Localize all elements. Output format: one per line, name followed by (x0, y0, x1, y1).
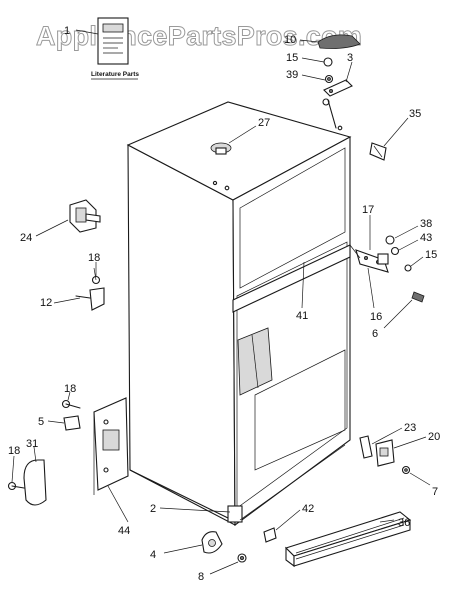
callout-3: 3 (347, 52, 353, 64)
bracket-24 (69, 199, 101, 233)
hinge-cover (369, 142, 387, 161)
callout-18c: 18 (8, 445, 20, 457)
callout-27: 27 (258, 117, 270, 129)
callout-18b: 18 (64, 383, 76, 395)
callout-15: 15 (286, 52, 298, 64)
center-hinge-assembly (349, 235, 425, 303)
callout-44: 44 (118, 525, 130, 537)
literature-caption: Literature Parts (91, 71, 139, 78)
callout-20: 20 (428, 431, 440, 443)
callout-38: 38 (420, 218, 432, 230)
clip-42 (263, 527, 277, 543)
callout-10: 10 (284, 34, 296, 46)
callout-1: 1 (64, 25, 70, 37)
callout-24: 24 (20, 232, 32, 244)
bracket-5 (61, 399, 81, 431)
callout-17: 17 (362, 204, 374, 216)
callout-23: 23 (404, 422, 416, 434)
callout-8: 8 (198, 571, 204, 583)
plug-cap (210, 142, 232, 155)
callout-numbers: 1 10 15 3 39 27 35 17 38 43 15 24 18 12 … (8, 25, 440, 583)
bottom-hinge-assembly (359, 435, 411, 475)
leveler-4 (201, 531, 247, 563)
top-hinge-assembly (317, 34, 361, 129)
literature-parts-booklet: Literature Parts (91, 17, 139, 80)
callout-5: 5 (38, 416, 44, 428)
toe-grille (284, 511, 412, 568)
callout-41: 41 (296, 310, 308, 322)
callout-16: 16 (370, 311, 382, 323)
callout-12: 12 (40, 297, 52, 309)
refrigerator-cabinet (126, 101, 352, 527)
cover-31 (7, 459, 47, 506)
callout-4: 4 (150, 549, 156, 561)
callout-39: 39 (286, 69, 298, 81)
callout-42: 42 (302, 503, 314, 515)
callout-43: 43 (420, 232, 432, 244)
door-stop-12 (75, 267, 105, 311)
callout-6: 6 (372, 328, 378, 340)
callout-2: 2 (150, 503, 156, 515)
callout-7: 7 (432, 486, 438, 498)
watermark: AppliancePartsPros.com (36, 21, 362, 51)
callout-15b: 15 (425, 249, 437, 261)
callout-35: 35 (409, 108, 421, 120)
callout-36: 36 (398, 517, 410, 529)
mounting-plate-44 (93, 397, 129, 495)
callout-18: 18 (88, 252, 100, 264)
callout-31: 31 (26, 438, 38, 450)
leader-lines (11, 29, 431, 575)
